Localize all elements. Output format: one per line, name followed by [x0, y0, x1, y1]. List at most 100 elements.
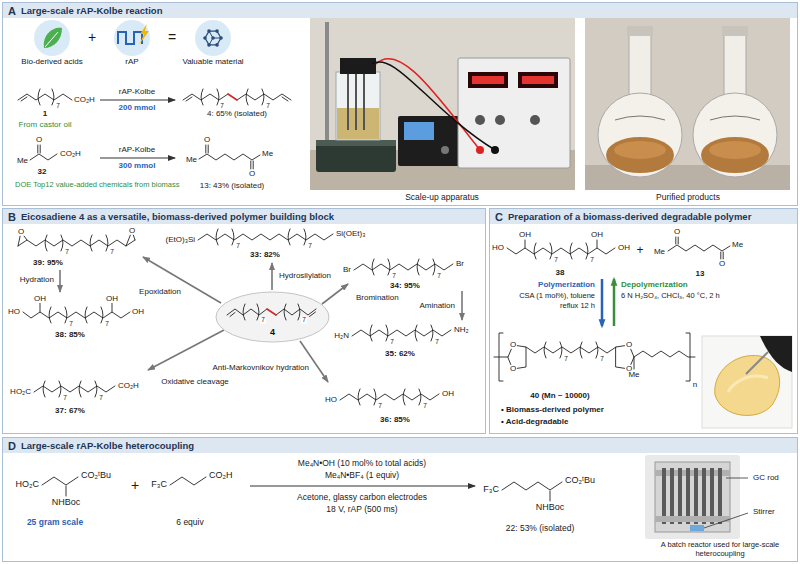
compound-label: 40 (Mn ~ 10000): [529, 392, 590, 400]
compound-label: 4: 65% (isolated): [206, 110, 268, 118]
condition-text: Depolymerization: [620, 281, 689, 289]
condition-text: 300 mmol: [118, 162, 157, 170]
products-photo-rect: [722, 26, 748, 36]
condition-text: Polymerization: [537, 281, 596, 289]
chemical-structures-polyline: [170, 477, 206, 485]
repeat-count: 7: [391, 273, 397, 280]
polymer-photo-path: [715, 355, 780, 415]
apparatus-photo-circle: [475, 115, 485, 125]
atom-label: OH: [617, 244, 631, 252]
note-text: 25 gram scale: [26, 518, 84, 527]
atom-label: Br: [342, 266, 352, 274]
atom-label: Me: [16, 157, 29, 165]
products-photo-rect: [629, 30, 651, 100]
apparatus-photo-rect: [472, 76, 504, 84]
atom-label: HO: [491, 244, 505, 252]
products-photo-ellipse: [709, 141, 761, 159]
apparatus-photo-rect: [458, 58, 570, 168]
atom-label: F₃C: [482, 485, 500, 494]
condition-text: 18 V, rAP (500 ms): [325, 505, 398, 514]
repeat-count: 7: [55, 103, 61, 110]
apparatus-photo-rect: [337, 108, 379, 139]
atom-label: HO₂C: [9, 388, 32, 396]
figure-panel: CPreparation of a biomass-derived degrad…: [489, 208, 798, 434]
repeat-count: 7: [377, 403, 383, 410]
panel-header: CPreparation of a biomass-derived degrad…: [490, 209, 797, 224]
chemical-structures-path: [43, 381, 97, 397]
condition-text: 6 N H₂SO₄, CHCl₃, 40 °C, 2 h: [620, 292, 721, 300]
operator-sign: +: [130, 478, 140, 493]
reactor-photo-rect: [718, 468, 722, 524]
chemical-structures-path: [38, 89, 54, 105]
concept-icons-circle: [215, 29, 219, 33]
repeat-count: 7: [219, 103, 225, 110]
atom-label: Me: [731, 241, 744, 249]
reactor-photo-rect: [655, 516, 730, 522]
products-photo-ellipse: [614, 141, 666, 159]
apparatus-photo: [310, 18, 575, 190]
atom-label: CO₂H: [59, 150, 82, 158]
apparatus-photo-rect: [310, 18, 575, 190]
repeat-count: 7: [307, 243, 313, 250]
compound-label: 39: 95%: [32, 259, 64, 267]
chemical-structures-path: [676, 237, 723, 259]
compound-label: 22: 53% (isolated): [505, 524, 576, 533]
compound-label: 38: [555, 269, 566, 277]
apparatus-photo-path: [376, 59, 480, 150]
chemical-structures-polyline: [23, 312, 130, 318]
repeat-count: 7: [422, 403, 428, 410]
polymer-photo-path: [728, 376, 768, 392]
concept-icons-path: [209, 31, 221, 45]
chemical-structures-line: [21, 97, 27, 101]
reaction-arrows-line: [250, 485, 475, 486]
repeat-count: 7: [389, 339, 395, 346]
panel-title: Eicosadiene 4 as a versatile, biomass-de…: [21, 211, 334, 222]
atom-label: F₃C: [150, 480, 168, 489]
atom-label: Me: [185, 156, 198, 164]
compound-label: 34: 95%: [389, 282, 421, 290]
condition-text: Bromination: [355, 294, 400, 302]
apparatus-photo-path: [348, 74, 364, 130]
compound-label: 1: [42, 110, 48, 118]
atom-label: CO₂H: [208, 471, 234, 480]
apparatus-photo-rect: [336, 72, 380, 140]
concept-icons-circle: [219, 36, 223, 40]
chemical-structures-polyline: [340, 394, 439, 400]
atom-label: O: [203, 136, 211, 144]
reactor-photo-rect: [686, 468, 690, 524]
diene-structure-polyline: [276, 309, 316, 315]
reactor-photo-rect: [655, 462, 730, 532]
polymer-photo-rect: [702, 336, 792, 428]
chemical-structures-path: [216, 229, 306, 245]
compound-number: 4: [270, 328, 275, 337]
chemical-structures-path: [45, 235, 108, 251]
chemical-structures-polyline: [354, 264, 453, 270]
reactor-photo-rect: [645, 455, 740, 539]
compound-label: 33: 82%: [249, 251, 281, 259]
reaction-arrows-line: [300, 341, 328, 382]
concept-icons-circle: [34, 20, 70, 56]
diene-structure-line: [230, 313, 235, 317]
condition-text: Anti-Markovnikov hydration: [212, 364, 310, 372]
condition-text: Hydrosilylation: [278, 272, 332, 280]
atom-label: HO: [7, 308, 21, 316]
reaction-arrows-line: [461, 291, 463, 320]
chemical-structures-path: [544, 342, 598, 358]
atom-label: OH: [105, 295, 119, 303]
panel-letter: D: [8, 440, 16, 452]
apparatus-photo-rect: [518, 72, 558, 88]
diene-structure-path: [243, 304, 300, 320]
products-photo-rect: [585, 18, 790, 190]
chemical-structures-path: [550, 491, 551, 501]
repeat-count: 7: [265, 103, 271, 110]
chemical-structures-polyline: [18, 94, 72, 100]
repeat-count: 7: [434, 339, 440, 346]
compound-label: 35: 62%: [384, 350, 416, 358]
callout-label: GC rod: [752, 474, 780, 482]
chemical-structures-polyline: [507, 248, 615, 254]
photo-caption: Scale-up apparatus: [404, 193, 480, 202]
repeat-count: 7: [589, 257, 595, 264]
reaction-arrows-line: [59, 270, 61, 292]
operator-sign: =: [167, 30, 177, 45]
chemical-structures-polyline: [352, 330, 451, 336]
